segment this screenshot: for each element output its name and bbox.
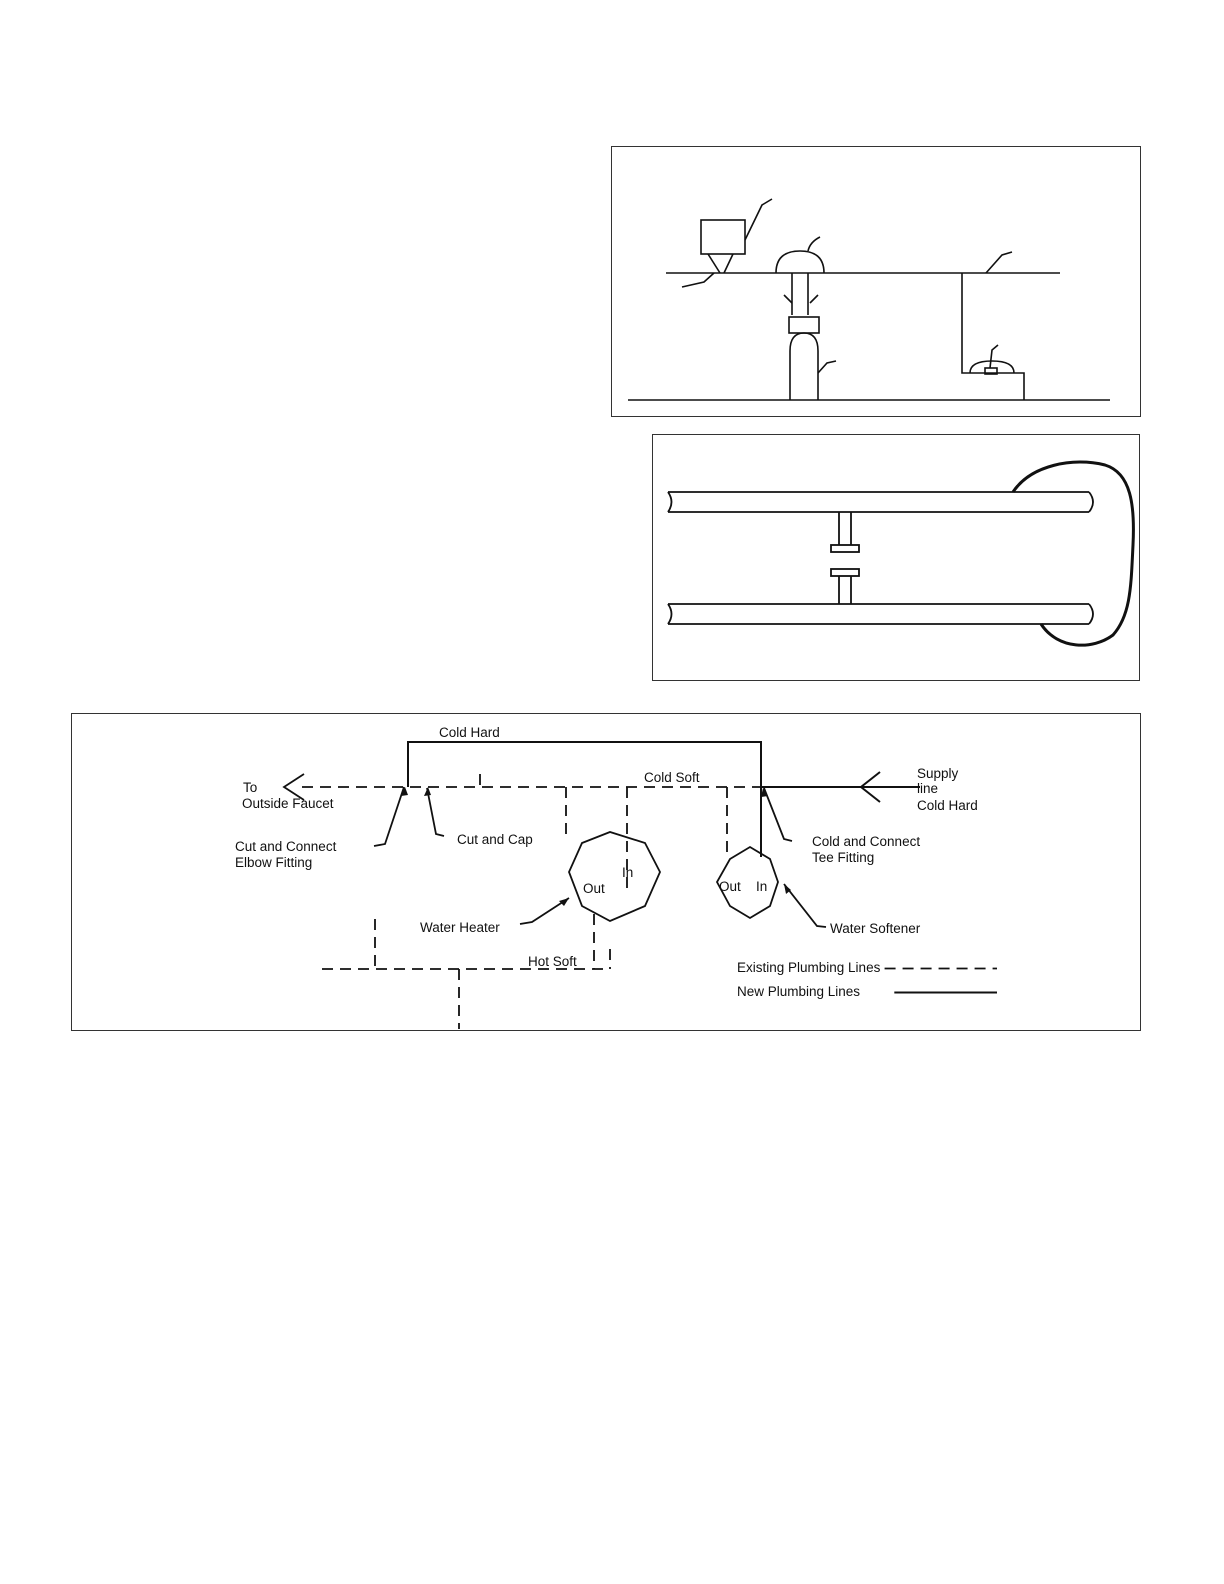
ground-wire xyxy=(1013,462,1133,645)
lower-pipe xyxy=(668,604,672,624)
softener-tank xyxy=(790,333,818,400)
installation-diagram xyxy=(612,147,1142,418)
label-water-heater: Water Heater xyxy=(420,920,500,935)
leader-line xyxy=(682,273,714,287)
plumbing-diagram: Cold Hard To Outside Faucet Cold Soft Su… xyxy=(72,714,1142,1032)
leader-line xyxy=(818,361,836,373)
control-box xyxy=(701,220,745,254)
tee-leader xyxy=(764,788,792,841)
label-hot-soft: Hot Soft xyxy=(528,954,577,969)
legend-existing-label: Existing Plumbing Lines xyxy=(737,960,881,975)
legend-new-label: New Plumbing Lines xyxy=(737,984,860,999)
installation-diagram-panel xyxy=(611,146,1141,417)
bypass-valve-dome xyxy=(776,251,824,273)
ground-strap-diagram xyxy=(653,435,1141,682)
label-supply: Supply xyxy=(917,766,959,781)
label-water-softener: Water Softener xyxy=(830,921,921,936)
pipe-stub-cap xyxy=(831,569,859,576)
leader-line xyxy=(784,295,792,303)
label-softener-out: Out xyxy=(719,879,741,894)
leader-line xyxy=(810,295,818,303)
label-cold-and-connect: Cold and Connect xyxy=(812,834,920,849)
plumbing-diagram-panel: Cold Hard To Outside Faucet Cold Soft Su… xyxy=(71,713,1141,1031)
label-tee-fitting: Tee Fitting xyxy=(812,850,874,865)
valve-head xyxy=(789,317,819,333)
leader-line xyxy=(808,237,820,251)
leader-line xyxy=(986,252,1012,273)
leader-line xyxy=(745,199,772,240)
upper-pipe xyxy=(668,492,672,512)
label-cold-hard-supply: Cold Hard xyxy=(917,798,978,813)
label-cut-and-cap: Cut and Cap xyxy=(457,832,533,847)
label-softener-in: In xyxy=(756,879,767,894)
label-elbow-fitting: Elbow Fitting xyxy=(235,855,312,870)
elbow-leader xyxy=(374,787,404,846)
label-to: To xyxy=(243,780,257,795)
drain-fixture xyxy=(970,361,1014,373)
ground-strap-panel xyxy=(652,434,1140,681)
label-cold-hard: Cold Hard xyxy=(439,725,500,740)
control-box-stand xyxy=(708,254,720,273)
label-cold-soft: Cold Soft xyxy=(644,770,700,785)
label-outside-faucet: Outside Faucet xyxy=(242,796,334,811)
water-heater xyxy=(569,832,660,921)
label-heater-out: Out xyxy=(583,881,605,896)
drain-line xyxy=(962,273,1024,400)
leader-line xyxy=(990,345,998,368)
pipe-stub-cap xyxy=(831,545,859,552)
label-cut-and-connect: Cut and Connect xyxy=(235,839,337,854)
label-heater-in: In xyxy=(622,865,633,880)
label-line: line xyxy=(917,781,938,796)
